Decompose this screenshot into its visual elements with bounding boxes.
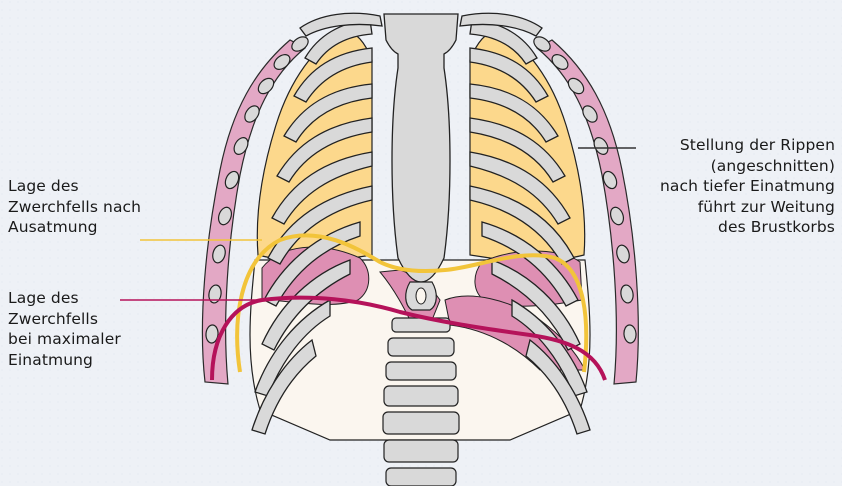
label-inhale-line-1: Lage des [8,288,121,309]
label-ribs-line-4: führt zur Weitung [660,197,835,218]
label-inhale-line-3: bei maximaler [8,329,121,350]
spine [383,318,459,486]
label-ribs: Stellung der Rippen (angeschnitten) nach… [660,135,835,238]
label-inhale-line-4: Einatmung [8,350,121,371]
label-exhale-line-1: Lage des [8,176,141,197]
label-exhale: Lage des Zwerchfells nach Ausatmung [8,176,141,238]
label-exhale-line-3: Ausatmung [8,217,141,238]
label-ribs-line-2: (angeschnitten) [660,156,835,177]
label-ribs-line-5: des Brustkorbs [660,217,835,238]
label-ribs-line-3: nach tiefer Einatmung [660,176,835,197]
label-inhale-line-2: Zwerchfells [8,309,121,330]
label-exhale-line-2: Zwerchfells nach [8,197,141,218]
label-ribs-line-1: Stellung der Rippen [660,135,835,156]
label-inhale: Lage des Zwerchfells bei maximaler Einat… [8,288,121,370]
